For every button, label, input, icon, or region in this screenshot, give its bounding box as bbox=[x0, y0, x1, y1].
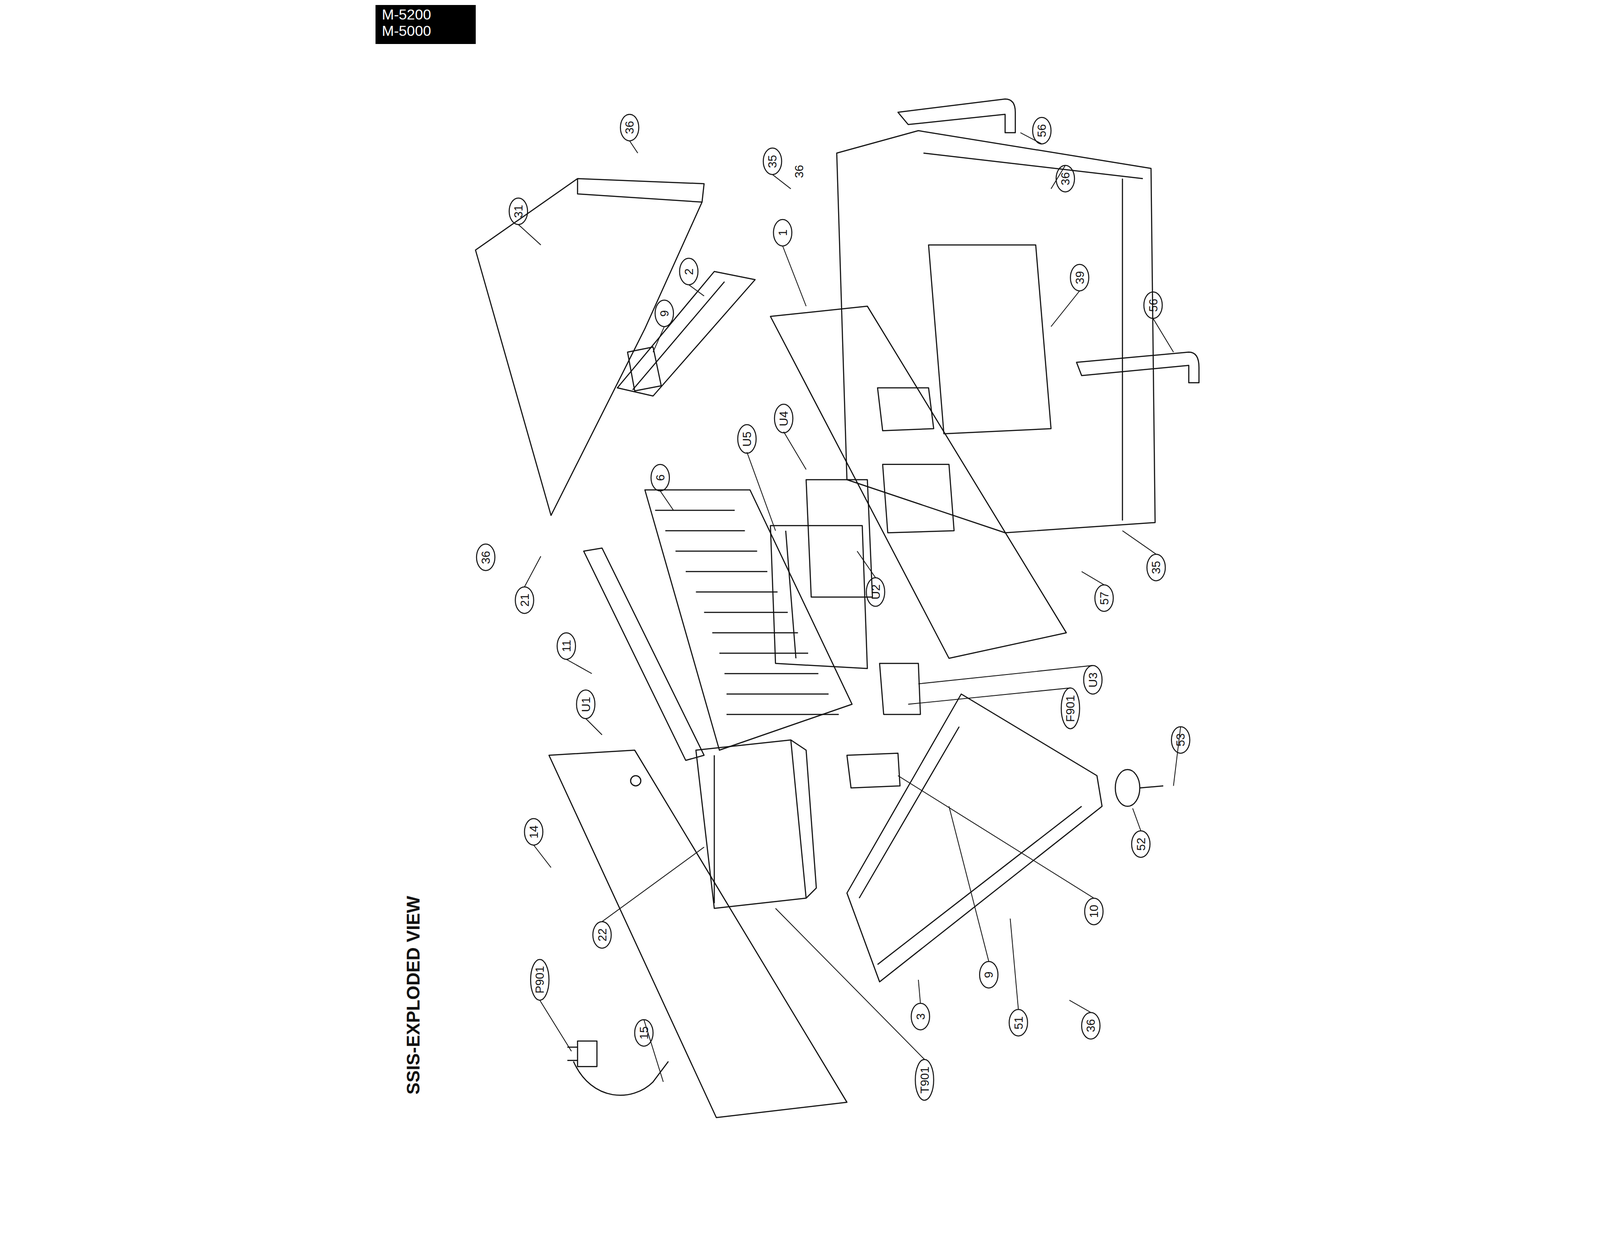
callout-number: 21 bbox=[518, 593, 531, 607]
callout-number: U3 bbox=[1087, 672, 1099, 688]
callout-number: U2 bbox=[869, 584, 882, 600]
callout-number: 36 bbox=[1059, 171, 1072, 186]
callout-number: 9 bbox=[658, 310, 671, 317]
callout-number: 36 bbox=[1084, 1019, 1097, 1033]
callout-number: F901 bbox=[1064, 694, 1077, 722]
callout-number: 36 bbox=[623, 121, 636, 135]
callout-number: 10 bbox=[1087, 904, 1100, 918]
callout-number: 3 bbox=[914, 1013, 927, 1020]
callout-number: 51 bbox=[1012, 1015, 1025, 1030]
callout-number: U4 bbox=[777, 410, 790, 426]
callout-number: 52 bbox=[1135, 837, 1147, 851]
callout-number: 15 bbox=[638, 1026, 650, 1040]
diagram-title: SSIS-EXPLODED VIEW bbox=[404, 895, 423, 1095]
callout-number: 22 bbox=[596, 928, 609, 942]
callout-number: 39 bbox=[1073, 271, 1086, 285]
callout-number: 9 bbox=[982, 971, 995, 978]
callout-number: 56 bbox=[1035, 124, 1048, 138]
callout-number: 14 bbox=[527, 824, 540, 839]
callout-number: U5 bbox=[741, 431, 753, 447]
callout-number: T901 bbox=[918, 1066, 931, 1093]
callout-number: 36 bbox=[793, 165, 805, 179]
callout-number: 35 bbox=[1150, 560, 1162, 575]
callout-number: P901 bbox=[533, 965, 546, 994]
callout-number: 11 bbox=[560, 639, 573, 653]
callout-number: U1 bbox=[580, 696, 592, 712]
callout-number: 36 bbox=[479, 550, 492, 564]
callout-number: 31 bbox=[512, 204, 525, 218]
model-number: M-5200 bbox=[381, 7, 432, 22]
model-number: M-5000 bbox=[381, 23, 432, 39]
callout-number: 1 bbox=[776, 229, 789, 236]
callout-number: 2 bbox=[682, 268, 695, 275]
callout-number: 6 bbox=[654, 474, 667, 481]
callout-number: 53 bbox=[1174, 733, 1187, 747]
callout-number: 57 bbox=[1098, 591, 1111, 605]
callout-number: 56 bbox=[1147, 298, 1160, 312]
callout-number: 35 bbox=[766, 154, 779, 168]
